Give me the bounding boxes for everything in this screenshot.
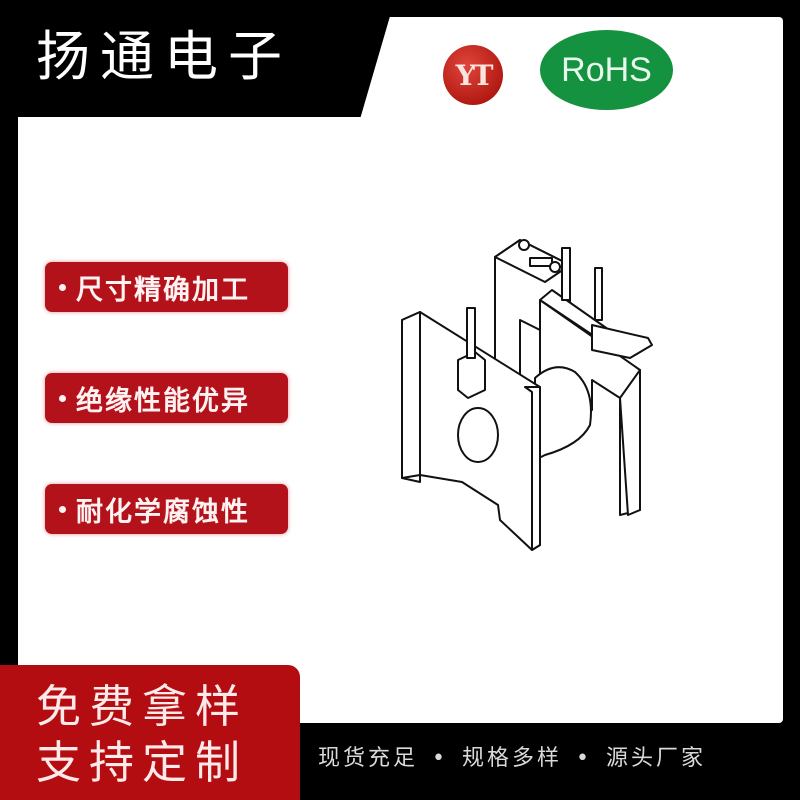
rohs-label: RoHS xyxy=(561,50,652,89)
feature-tag: 耐化学腐蚀性 xyxy=(45,484,288,534)
footer-item: 源头厂家 xyxy=(606,746,707,771)
feature-label: 绝缘性能优异 xyxy=(76,385,250,417)
bobbin-product-icon xyxy=(401,239,653,551)
bullet-icon xyxy=(59,394,66,402)
separator: • xyxy=(432,746,448,771)
footer-item: 现货充足 xyxy=(318,746,419,771)
logo-text: YT xyxy=(455,58,494,92)
title-tab xyxy=(0,0,392,117)
rohs-badge: RoHS xyxy=(540,30,673,110)
cta-panel: 免费拿样 支持定制 xyxy=(0,665,300,800)
bullet-icon xyxy=(59,283,66,291)
feature-label: 尺寸精确加工 xyxy=(76,274,250,306)
footer-text: 现货充足 • 规格多样 • 源头厂家 xyxy=(318,740,706,772)
brand-title: 扬通电子 xyxy=(36,25,292,88)
bullet-icon xyxy=(59,505,66,513)
feature-tag: 绝缘性能优异 xyxy=(45,373,288,423)
footer-strip: 现货充足 • 规格多样 • 源头厂家 xyxy=(300,723,800,800)
feature-label: 耐化学腐蚀性 xyxy=(76,496,250,528)
feature-tag: 尺寸精确加工 xyxy=(45,262,288,312)
yt-logo-icon: YT xyxy=(443,45,503,105)
free-sample-text: 免费拿样 xyxy=(36,680,249,733)
separator: • xyxy=(576,746,592,771)
custom-support-text: 支持定制 xyxy=(36,736,249,789)
content-panel xyxy=(18,17,783,723)
footer-item: 规格多样 xyxy=(462,746,563,771)
